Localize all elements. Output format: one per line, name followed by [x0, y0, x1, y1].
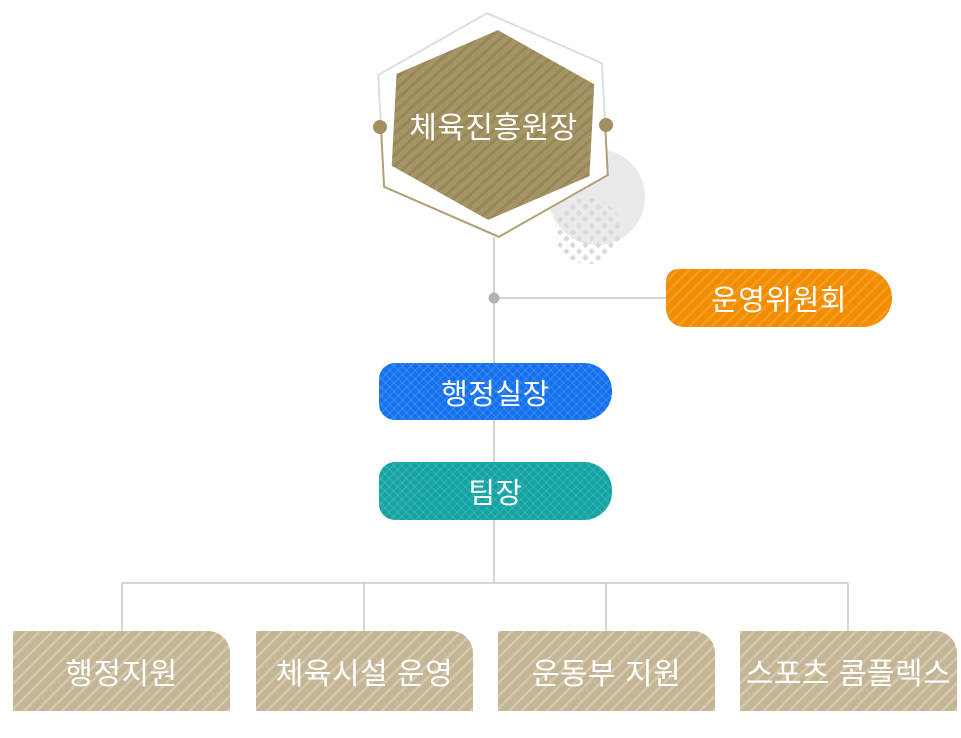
junction-dot: [488, 292, 500, 304]
node-dept-sports-complex: 스포츠 콤플렉스: [740, 631, 957, 711]
node-committee: 운영위원회: [666, 269, 892, 327]
hexagon-outline-top: [377, 12, 606, 131]
root-node-label: 체육진흥원장: [409, 112, 578, 145]
dept-label: 체육시설 운영: [275, 658, 454, 691]
node-dept-athletics-support: 운동부 지원: [498, 631, 715, 711]
hexagon-left-dot: [373, 120, 387, 134]
dept-label: 운동부 지원: [531, 658, 682, 691]
hexagon-right-dot: [599, 118, 613, 132]
team-lead-label: 팀장: [468, 478, 523, 510]
hexagon-inner-fill: [391, 30, 595, 220]
node-team-lead: 팀장: [379, 462, 612, 520]
committee-label: 운영위원회: [711, 285, 847, 317]
hexagon-outline-bottom: [380, 119, 609, 238]
node-dept-admin-support: 행정지원: [13, 631, 230, 711]
node-dept-facility-operation: 체육시설 운영: [256, 631, 473, 711]
decor-halftone-circle: [555, 198, 621, 264]
root-node-hexagon: [373, 12, 613, 238]
admin-head-label: 행정실장: [441, 378, 550, 411]
dept-label: 행정지원: [65, 658, 178, 691]
node-admin-head: 행정실장: [379, 363, 612, 420]
dept-label: 스포츠 콤플렉스: [745, 658, 952, 691]
connector-lines: [121, 237, 849, 631]
